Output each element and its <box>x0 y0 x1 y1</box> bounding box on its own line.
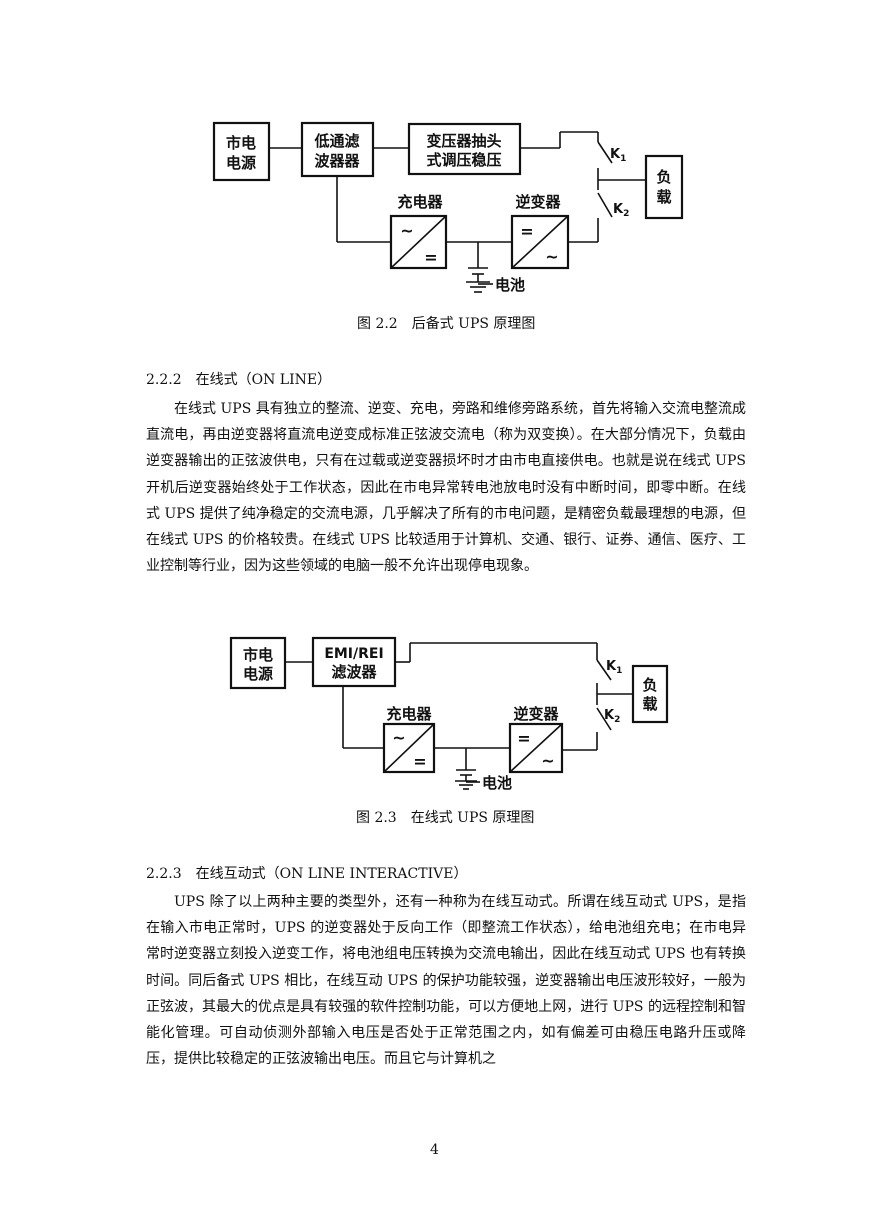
figure-2-2-diagram: 市电 电源 低通滤 波器器 变压器抽头 式调压稳压 K1 负 载 K2 充电器 … <box>212 121 684 294</box>
load-box <box>631 664 669 724</box>
section-2-2-2-heading: 2.2.2 在线式（ON LINE） <box>146 372 332 388</box>
inverter-label: 逆变器 <box>515 193 561 211</box>
load-label-2: 载 <box>642 695 657 713</box>
inverter-ac-symbol: ~ <box>545 247 558 266</box>
battery-label: 电池 <box>482 774 512 792</box>
inverter-ac-symbol: ~ <box>541 751 554 770</box>
charger-label: 充电器 <box>397 193 443 211</box>
battery-label: 电池 <box>495 276 525 294</box>
emi-filter-label-1: EMI/REI <box>324 646 383 662</box>
charger-dc-symbol: = <box>413 752 426 771</box>
load-label-1: 负 <box>642 676 657 694</box>
section-2-2-3-body: UPS 除了以上两种主要的类型外，还有一种称为在线互动式。所谓在线互动式 UPS… <box>146 889 746 1072</box>
inverter-label: 逆变器 <box>513 705 559 723</box>
switch-k2 <box>596 707 612 731</box>
charger-label: 充电器 <box>386 705 432 723</box>
page-number: 4 <box>430 1142 439 1158</box>
lowpass-filter-label-2: 波器器 <box>314 152 360 170</box>
figure-2-3-caption: 图 2.3 在线式 UPS 原理图 <box>356 810 535 826</box>
battery-symbol <box>455 769 477 790</box>
mains-label-1: 市电 <box>226 134 256 152</box>
k1-label: K1 <box>606 659 622 676</box>
emi-filter-label-2: 滤波器 <box>331 663 377 681</box>
inverter-box <box>510 214 570 270</box>
tap-regulator-box <box>407 122 522 176</box>
switch-k2 <box>597 192 613 218</box>
mains-box <box>212 121 271 182</box>
load-label-1: 负 <box>656 168 671 186</box>
figure-2-3-diagram: 市电 电源 EMI/REI 滤波器 K1 负 载 K2 充电器 ~ = 电池 逆… <box>229 636 669 792</box>
inverter-dc-symbol: = <box>520 222 533 241</box>
lowpass-filter-label-1: 低通滤 <box>313 132 359 150</box>
inverter-box <box>508 722 564 774</box>
inverter-dc-symbol: = <box>517 729 530 748</box>
mains-label-2: 电源 <box>226 154 256 172</box>
k1-label: K1 <box>610 147 626 164</box>
section-2-2-2-paragraph: 在线式 UPS 具有独立的整流、逆变、充电，旁路和维修旁路系统，首先将输入交流电… <box>146 401 746 575</box>
section-2-2-3-heading: 2.2.3 在线互动式（ON LINE INTERACTIVE） <box>146 866 468 882</box>
charger-ac-symbol: ~ <box>392 728 405 747</box>
switch-k1 <box>597 141 613 164</box>
load-label-2: 载 <box>656 188 671 206</box>
tap-regulator-label-1: 变压器抽头 <box>426 132 501 150</box>
section-2-2-2-body: 在线式 UPS 具有独立的整流、逆变、充电，旁路和维修旁路系统，首先将输入交流电… <box>146 396 746 579</box>
k2-label: K2 <box>613 202 629 219</box>
charger-ac-symbol: ~ <box>400 221 413 240</box>
figure-2-2-caption: 图 2.2 后备式 UPS 原理图 <box>357 316 536 332</box>
mains-box <box>229 636 287 690</box>
tap-regulator-label-2: 式调压稳压 <box>426 151 501 169</box>
k2-label: K2 <box>604 708 620 725</box>
section-2-2-3-paragraph: UPS 除了以上两种主要的类型外，还有一种称为在线互动式。所谓在线互动式 UPS… <box>146 894 746 1068</box>
mains-label-1: 市电 <box>243 646 273 664</box>
mains-label-2: 电源 <box>243 665 273 683</box>
switch-k1 <box>596 659 612 681</box>
load-box <box>644 154 684 220</box>
battery-symbol <box>466 267 490 293</box>
charger-dc-symbol: = <box>424 248 437 267</box>
